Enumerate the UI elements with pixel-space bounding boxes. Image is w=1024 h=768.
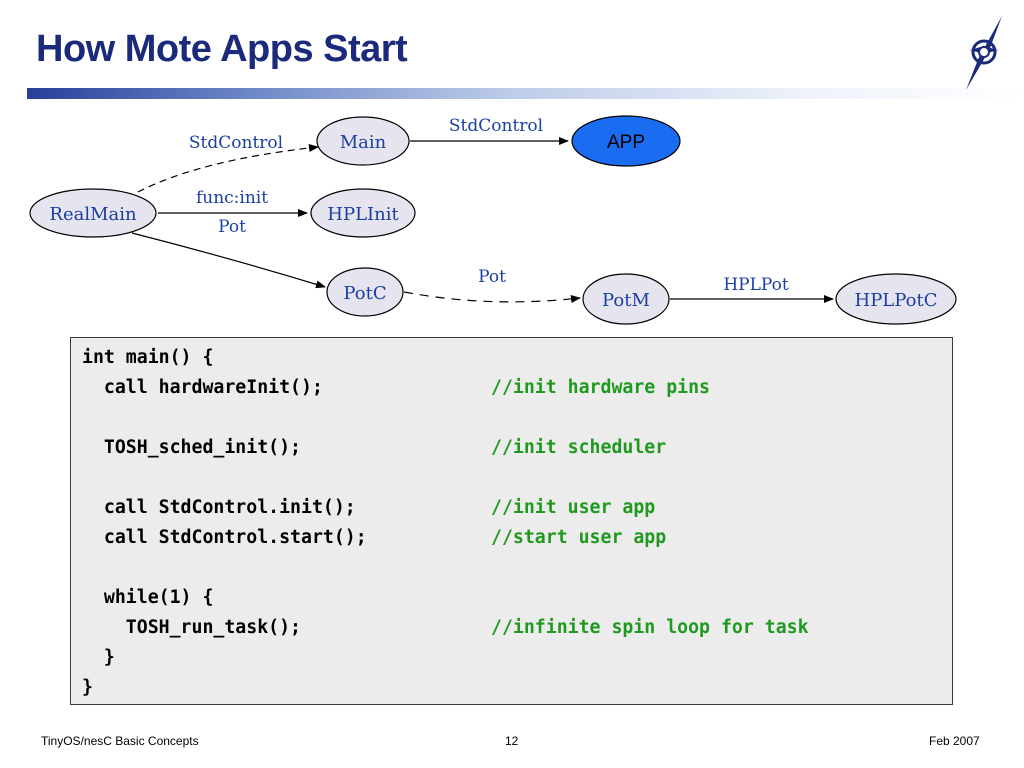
node-hplpotc — [835, 273, 957, 325]
node-hplpotc-label: HPLPotC — [855, 290, 938, 311]
code-comment: //start user app — [491, 527, 667, 548]
node-app-label: APP — [607, 132, 645, 153]
code-line — [82, 463, 941, 493]
code-line — [82, 403, 941, 433]
edge-label-stdcontrol-1: StdControl — [189, 133, 283, 153]
node-hplinit — [310, 188, 416, 238]
code-comment: //infinite spin loop for task — [491, 617, 809, 638]
edge-label-pot-1: Pot — [218, 217, 246, 237]
edge-label-pot-2: Pot — [478, 267, 506, 287]
code-listing: int main() { call hardwareInit(); //init … — [70, 337, 953, 705]
code-line: TOSH_sched_init(); //init scheduler — [82, 433, 941, 463]
code-line — [82, 553, 941, 583]
code-comment: //init hardware pins — [491, 377, 710, 398]
node-hplinit-label: HPLInit — [327, 204, 399, 225]
code-comment: //init scheduler — [491, 437, 667, 458]
node-main-label: Main — [340, 132, 387, 153]
title-underline-bar — [27, 88, 1024, 99]
slide-title: How Mote Apps Start — [36, 28, 408, 70]
node-app — [571, 115, 681, 167]
code-line: TOSH_run_task(); //infinite spin loop for… — [82, 613, 941, 643]
code-line: int main() { — [82, 343, 941, 373]
footer-presentation-name: TinyOS/nesC Basic Concepts — [41, 734, 199, 748]
code-line: call StdControl.init(); //init user app — [82, 493, 941, 523]
code-comment: //init user app — [491, 497, 656, 518]
code-line: while(1) { — [82, 583, 941, 613]
node-realmain-label: RealMain — [49, 204, 137, 225]
edge-realmain-main — [137, 144, 319, 193]
node-potc-label: PotC — [343, 283, 386, 304]
node-main — [316, 116, 410, 166]
code-text: TOSH_sched_init(); — [82, 437, 301, 458]
component-wiring-diagram: RealMain Main APP HPLInit PotC PotM HPLP… — [29, 115, 957, 325]
node-realmain — [29, 188, 157, 238]
code-line: call StdControl.start(); //start user app — [82, 523, 941, 553]
footer-page-number: 12 — [505, 734, 519, 748]
edge-label-stdcontrol-2: StdControl — [449, 116, 543, 136]
code-text: TOSH_run_task(); — [82, 617, 301, 638]
code-line: call hardwareInit(); //init hardware pins — [82, 373, 941, 403]
code-line: } — [82, 643, 941, 673]
node-potm — [582, 273, 670, 325]
edge-potc-potm — [403, 291, 581, 303]
node-potm-label: PotM — [602, 290, 650, 311]
code-text: call StdControl.init(); — [82, 497, 356, 518]
code-line: } — [82, 673, 941, 703]
code-text: } — [82, 647, 115, 668]
node-potc — [326, 267, 404, 317]
code-text: } — [82, 677, 93, 698]
edge-realmain-potc — [131, 232, 326, 289]
compass-logo-icon — [966, 16, 1002, 90]
code-text: call StdControl.start(); — [82, 527, 367, 548]
edge-label-hplpot: HPLPot — [723, 275, 789, 295]
edge-label-funcinit: func:init — [196, 188, 268, 208]
code-text: while(1) { — [82, 587, 214, 608]
footer-date: Feb 2007 — [929, 734, 980, 748]
code-text: call hardwareInit(); — [82, 377, 323, 398]
code-text: int main() { — [82, 347, 214, 368]
